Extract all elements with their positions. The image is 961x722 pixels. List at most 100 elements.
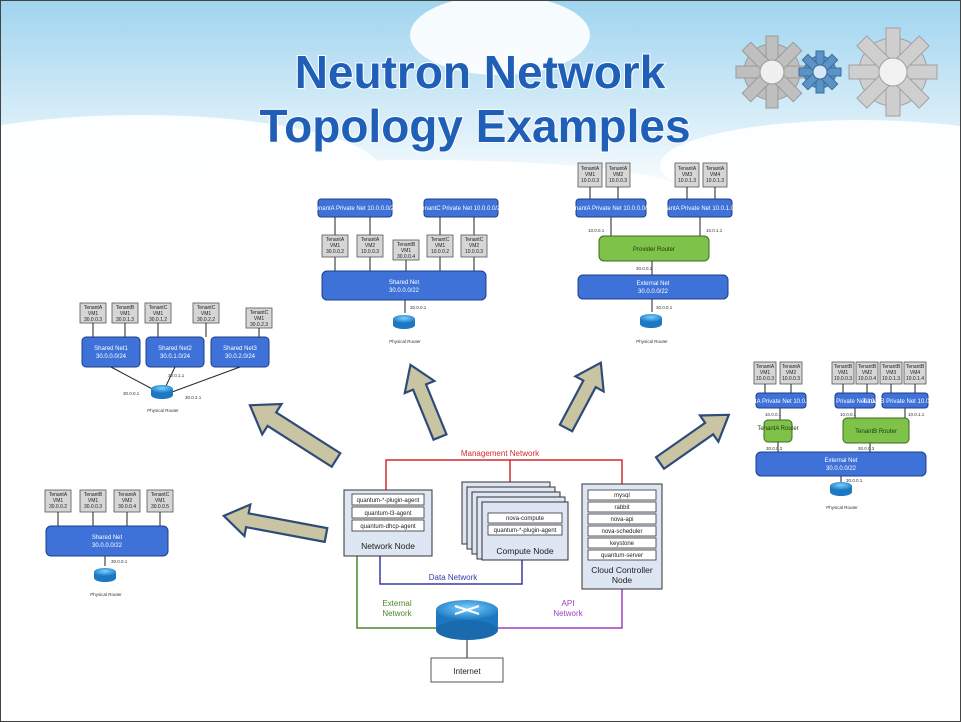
svg-text:VM1: VM1: [88, 498, 99, 504]
management-network-line: [385, 459, 623, 490]
svg-text:VM1: VM1: [201, 311, 212, 317]
svg-text:30.0.0.1: 30.0.0.1: [111, 559, 128, 564]
svg-text:TenantA: TenantA: [706, 166, 725, 172]
shared-net-3: [210, 336, 270, 368]
svg-text:VM3: VM3: [682, 172, 693, 178]
svg-text:TenantB Private Net 10.0.1.0/2: TenantB Private Net 10.0.1.0/24: [862, 399, 948, 405]
svg-text:VM2: VM2: [786, 370, 797, 376]
management-network-label: Management Network: [461, 449, 540, 458]
svg-text:10.0.0.1: 10.0.0.1: [588, 228, 605, 233]
internet-box: [430, 657, 504, 683]
tenant-b-private-net-2: [881, 392, 929, 409]
svg-text:30.0.0.0/22: 30.0.0.0/22: [638, 289, 669, 295]
svg-text:TenantB: TenantB: [84, 492, 103, 498]
arrow-to-diagram-3: [403, 362, 448, 442]
svg-text:10.0.1.3: 10.0.1.3: [882, 376, 900, 382]
svg-text:TenantA Private Net 10.0.0.0/2: TenantA Private Net 10.0.0.0/24: [569, 206, 654, 212]
svg-text:VM3: VM3: [886, 370, 897, 376]
svg-text:VM1: VM1: [53, 498, 64, 504]
svg-text:TenantA: TenantA: [581, 166, 600, 172]
svg-text:API: API: [562, 599, 575, 608]
physical-router-label: Physical Router: [147, 408, 179, 413]
svg-text:TenantC: TenantC: [149, 305, 168, 311]
svg-text:TenantB Router: TenantB Router: [855, 429, 897, 435]
svg-text:VM1: VM1: [153, 311, 164, 317]
tenant-b-private-net-1: [834, 392, 876, 409]
svg-text:30.0.0.1: 30.0.0.1: [846, 478, 863, 483]
svg-text:TenantA: TenantA: [326, 237, 345, 243]
svg-text:VM1: VM1: [401, 248, 412, 254]
svg-text:TenantB: TenantB: [116, 305, 135, 311]
svg-text:TenantA: TenantA: [49, 492, 68, 498]
svg-text:VM4: VM4: [910, 370, 921, 376]
svg-text:30.0.0.3: 30.0.0.3: [84, 504, 102, 510]
private-net-c: [423, 198, 499, 218]
compute-node-label: Compute Node: [496, 546, 553, 556]
svg-text:30.0.0.0/22: 30.0.0.0/22: [92, 543, 123, 549]
svg-text:VM2: VM2: [862, 370, 873, 376]
shared-net: [45, 525, 169, 557]
internet-label: Internet: [453, 667, 481, 676]
svg-text:30.0.0.3: 30.0.0.3: [84, 317, 102, 323]
arrow-to-diagram-4: [558, 360, 605, 433]
svg-text:Shared Net1: Shared Net1: [94, 346, 128, 352]
svg-text:TenantA: TenantA: [361, 237, 380, 243]
internet-router-icon: [436, 600, 498, 640]
svg-text:30.0.2.2: 30.0.2.2: [197, 317, 215, 323]
svg-text:TenantA Private Net 10.0.1.0/2: TenantA Private Net 10.0.1.0/24: [658, 206, 743, 212]
svg-text:TenantC: TenantC: [197, 305, 216, 311]
svg-text:TenantC: TenantC: [465, 237, 484, 243]
svg-text:30.0.0.3: 30.0.0.3: [858, 446, 875, 451]
svg-text:Shared Net: Shared Net: [92, 535, 123, 541]
svg-text:30.0.0.0/24: 30.0.0.0/24: [96, 354, 127, 360]
api-network-line: [498, 589, 623, 629]
shared-net-1: [81, 336, 141, 368]
svg-text:30.0.0.4: 30.0.0.4: [118, 504, 136, 510]
svg-text:TenantB: TenantB: [834, 364, 853, 370]
svg-text:keystone: keystone: [610, 541, 635, 547]
svg-text:30.0.0.1: 30.0.0.1: [410, 305, 427, 310]
svg-text:Shared Net: Shared Net: [389, 280, 420, 286]
svg-text:30.0.0.2: 30.0.0.2: [636, 266, 653, 271]
svg-text:VM2: VM2: [122, 498, 133, 504]
router-icon: [830, 482, 852, 496]
tenant-b-router: [842, 417, 910, 444]
svg-text:10.0.0.3: 10.0.0.3: [465, 249, 483, 255]
svg-text:30.0.2.1: 30.0.2.1: [185, 395, 202, 400]
external-net: [755, 451, 927, 477]
svg-text:VM1: VM1: [155, 498, 166, 504]
diagram-shared-and-private-nets: TenantA Private Net 10.0.0.0/24 TenantC …: [313, 198, 504, 344]
svg-text:quantum-l3-agent: quantum-l3-agent: [364, 511, 411, 517]
router-icon: [94, 568, 116, 582]
sky-background: [0, 0, 961, 225]
svg-text:Cloud Controller: Cloud Controller: [591, 565, 653, 575]
svg-text:30.0.0.5: 30.0.0.5: [151, 504, 169, 510]
svg-text:Network: Network: [382, 609, 412, 618]
svg-text:External: External: [382, 599, 412, 608]
physical-router-label: Physical Router: [389, 339, 421, 344]
svg-text:30.0.1.0/24: 30.0.1.0/24: [160, 354, 191, 360]
svg-text:nova-scheduler: nova-scheduler: [601, 529, 642, 535]
svg-text:VM1: VM1: [760, 370, 771, 376]
svg-text:30.0.1.1: 30.0.1.1: [168, 373, 185, 378]
tenant-a-private-net: [755, 392, 807, 409]
svg-text:10.0.0.2: 10.0.0.2: [431, 249, 449, 255]
svg-text:10.0.1.1: 10.0.1.1: [908, 412, 925, 417]
svg-text:10.0.0.3: 10.0.0.3: [834, 376, 852, 382]
svg-text:TenantA Router: TenantA Router: [757, 426, 798, 432]
router-icon: [151, 385, 173, 399]
